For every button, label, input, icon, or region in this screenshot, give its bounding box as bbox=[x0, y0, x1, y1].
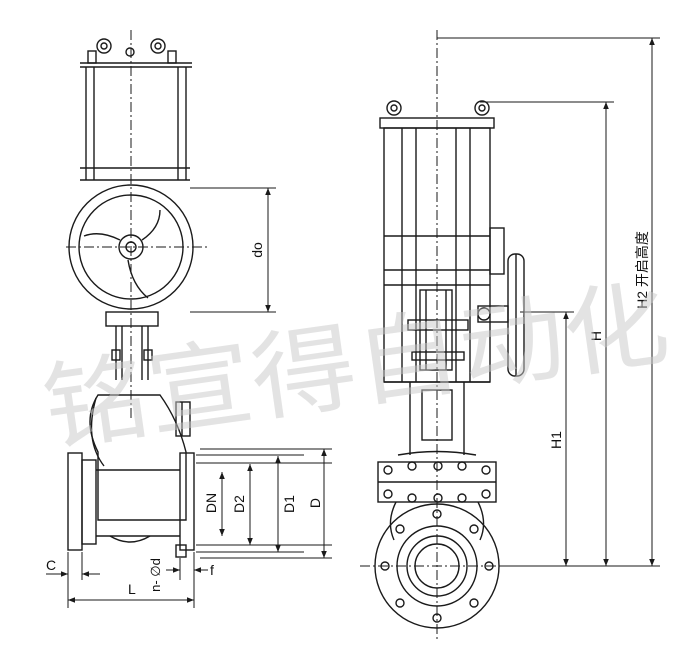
side-handwheel-icon bbox=[477, 253, 525, 377]
dimension-labels: do DN D2 D1 D C L n- ∅d f H1 H H2 开启高度 bbox=[46, 231, 650, 597]
label-H: H bbox=[588, 331, 604, 341]
label-L: L bbox=[128, 581, 136, 597]
side-view bbox=[360, 30, 570, 640]
dimensions-front bbox=[46, 187, 332, 608]
label-D2: D2 bbox=[231, 495, 247, 513]
label-H1: H1 bbox=[548, 431, 564, 449]
label-nd: n- ∅d bbox=[148, 558, 163, 592]
watermark: 铭宣得自动化 bbox=[36, 267, 675, 466]
cylinder-top bbox=[80, 38, 192, 181]
label-do: do bbox=[249, 242, 265, 258]
label-D: D bbox=[307, 498, 323, 508]
dimensions-side bbox=[437, 37, 660, 567]
bolt-row-icon bbox=[383, 461, 491, 503]
label-C: C bbox=[46, 557, 56, 573]
valve-body-front bbox=[67, 394, 195, 558]
yoke bbox=[105, 311, 159, 380]
label-D1: D1 bbox=[281, 495, 297, 513]
front-view bbox=[66, 30, 210, 558]
label-DN: DN bbox=[203, 493, 219, 513]
label-H2: H2 开启高度 bbox=[634, 231, 650, 309]
label-f: f bbox=[210, 562, 214, 578]
